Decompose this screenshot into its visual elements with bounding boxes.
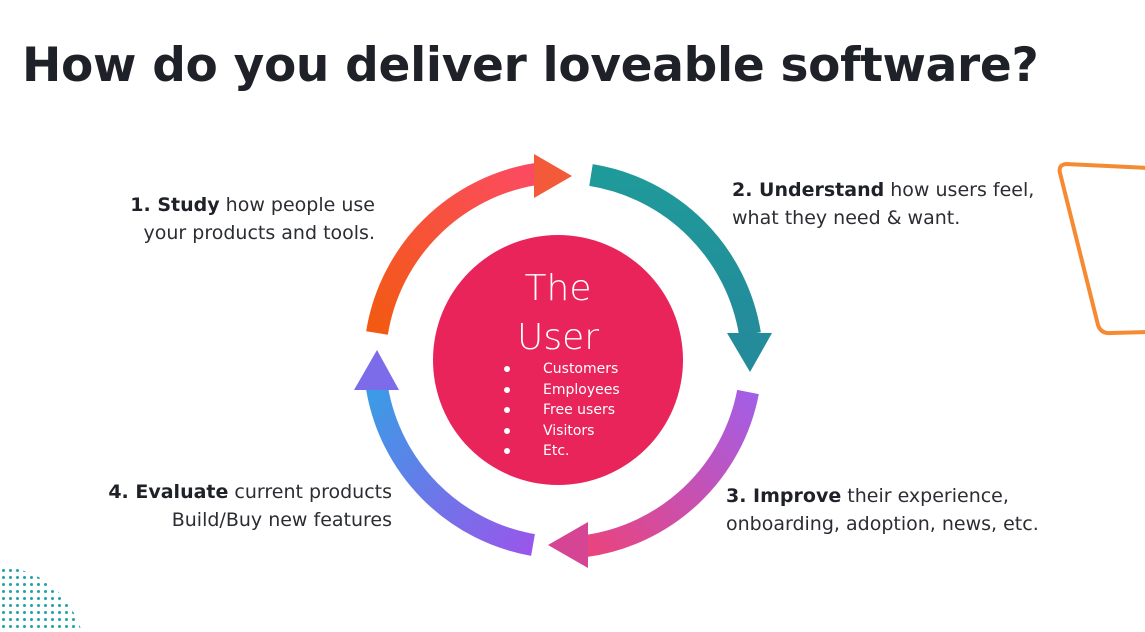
arrow-step-2 (589, 164, 772, 372)
list-item: Employees (501, 380, 620, 401)
step-text-line2: what they need & want. (732, 207, 961, 229)
bullet-icon (504, 366, 510, 372)
bullet-icon (504, 386, 510, 393)
step-text-line2: onboarding, adoption, news, etc. (726, 513, 1039, 535)
step-study: 1. Study how people use your products an… (90, 191, 375, 247)
arrow-step-3 (548, 389, 759, 568)
user-title-line1: The (524, 268, 592, 309)
decorative-outline-shape (1057, 162, 1145, 336)
step-text: how people use (219, 194, 375, 216)
list-item: Visitors (501, 421, 620, 442)
bullet-icon (504, 427, 510, 434)
page-title: How do you deliver loveable software? (22, 38, 1039, 93)
bullet-icon (504, 448, 510, 454)
list-item: Customers (501, 359, 620, 380)
step-text: how users feel, (884, 179, 1035, 201)
step-label: 4. Evaluate (108, 481, 229, 503)
step-improve: 3. Improve their experience, onboarding,… (726, 482, 1039, 538)
step-text-line2: your products and tools. (143, 222, 375, 244)
step-text: current products (228, 481, 392, 503)
bullet-icon (504, 407, 510, 413)
user-title-line2: User (516, 317, 600, 358)
decorative-dot-pattern (0, 566, 82, 632)
list-item: Free users (501, 400, 620, 421)
step-label: 2. Understand (732, 179, 885, 201)
arrow-step-1 (366, 154, 572, 335)
step-text: their experience, (841, 485, 1009, 507)
step-understand: 2. Understand how users feel, what they … (732, 176, 1034, 232)
user-circle: The User Customers Employees Free users … (433, 235, 683, 485)
step-text-line2: Build/Buy new features (171, 509, 392, 531)
list-item: Etc. (501, 441, 620, 462)
user-type-list: Customers Employees Free users Visitors … (501, 359, 620, 462)
step-evaluate: 4. Evaluate current products Build/Buy n… (60, 478, 392, 534)
arrow-step-4 (354, 350, 535, 556)
step-label: 3. Improve (726, 485, 842, 507)
step-label: 1. Study (130, 194, 220, 216)
